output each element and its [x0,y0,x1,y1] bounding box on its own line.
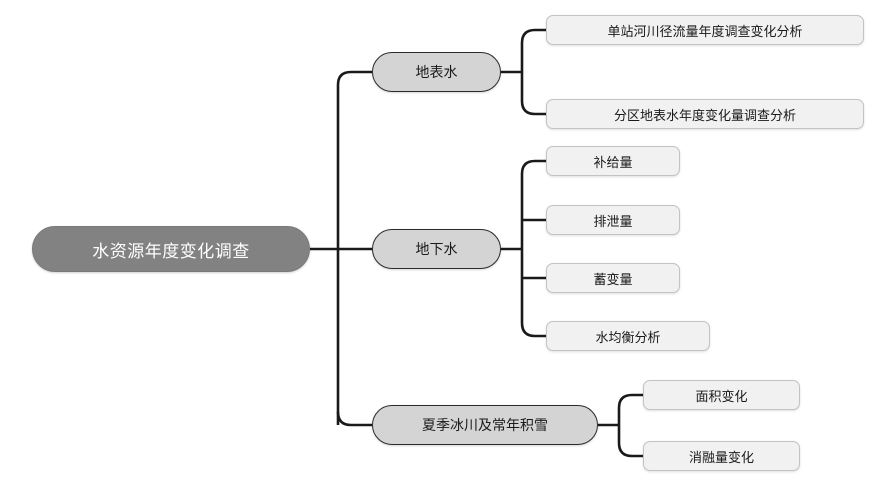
connector-surface-leaf-1 [520,28,546,44]
branch-node-surface-water-label: 地表水 [415,65,458,81]
root-node[interactable]: 水资源年度变化调查 [32,226,310,272]
leaf-node-storage-change-label: 蓄变量 [593,272,633,288]
connector-ground-leaf-4 [520,322,546,338]
leaf-node-discharge-label: 排泄量 [593,214,633,230]
leaf-node-discharge[interactable]: 排泄量 [546,205,680,235]
leaf-node-storage-change[interactable]: 蓄变量 [546,263,680,293]
connector-glacier-leaf-2 [617,442,643,458]
leaf-node-water-balance[interactable]: 水均衡分析 [546,321,710,351]
leaf-node-ablation-change[interactable]: 消融量变化 [643,441,800,471]
leaf-node-station-runoff-label: 单站河川径流量年度调查变化分析 [607,24,803,40]
connector-ground-leaf-1 [520,159,546,175]
branch-node-surface-water[interactable]: 地表水 [372,52,501,92]
leaf-node-station-runoff[interactable]: 单站河川径流量年度调查变化分析 [546,15,864,45]
connector-to-surface-water [336,70,372,86]
branch-node-glacier-snow[interactable]: 夏季冰川及常年积雪 [372,405,598,445]
connector-glacier-leaf-1 [617,393,643,409]
leaf-node-area-change[interactable]: 面积变化 [643,380,800,410]
branch-node-ground-water-label: 地下水 [415,242,458,258]
connector-surface-leaf-2 [520,100,546,116]
branch-node-glacier-snow-label: 夏季冰川及常年积雪 [422,418,548,434]
leaf-node-area-change-label: 面积变化 [695,389,748,405]
root-node-label: 水资源年度变化调查 [92,241,250,262]
leaf-node-zoned-surface-water[interactable]: 分区地表水年度变化量调查分析 [546,99,864,129]
leaf-node-recharge-label: 补给量 [593,155,633,171]
leaf-node-zoned-surface-water-label: 分区地表水年度变化量调查分析 [613,108,796,124]
leaf-node-ablation-change-label: 消融量变化 [688,450,754,466]
branch-node-ground-water[interactable]: 地下水 [372,229,501,269]
connector-to-glacier [336,411,372,427]
leaf-node-water-balance-label: 水均衡分析 [595,330,661,346]
leaf-node-recharge[interactable]: 补给量 [546,146,680,176]
